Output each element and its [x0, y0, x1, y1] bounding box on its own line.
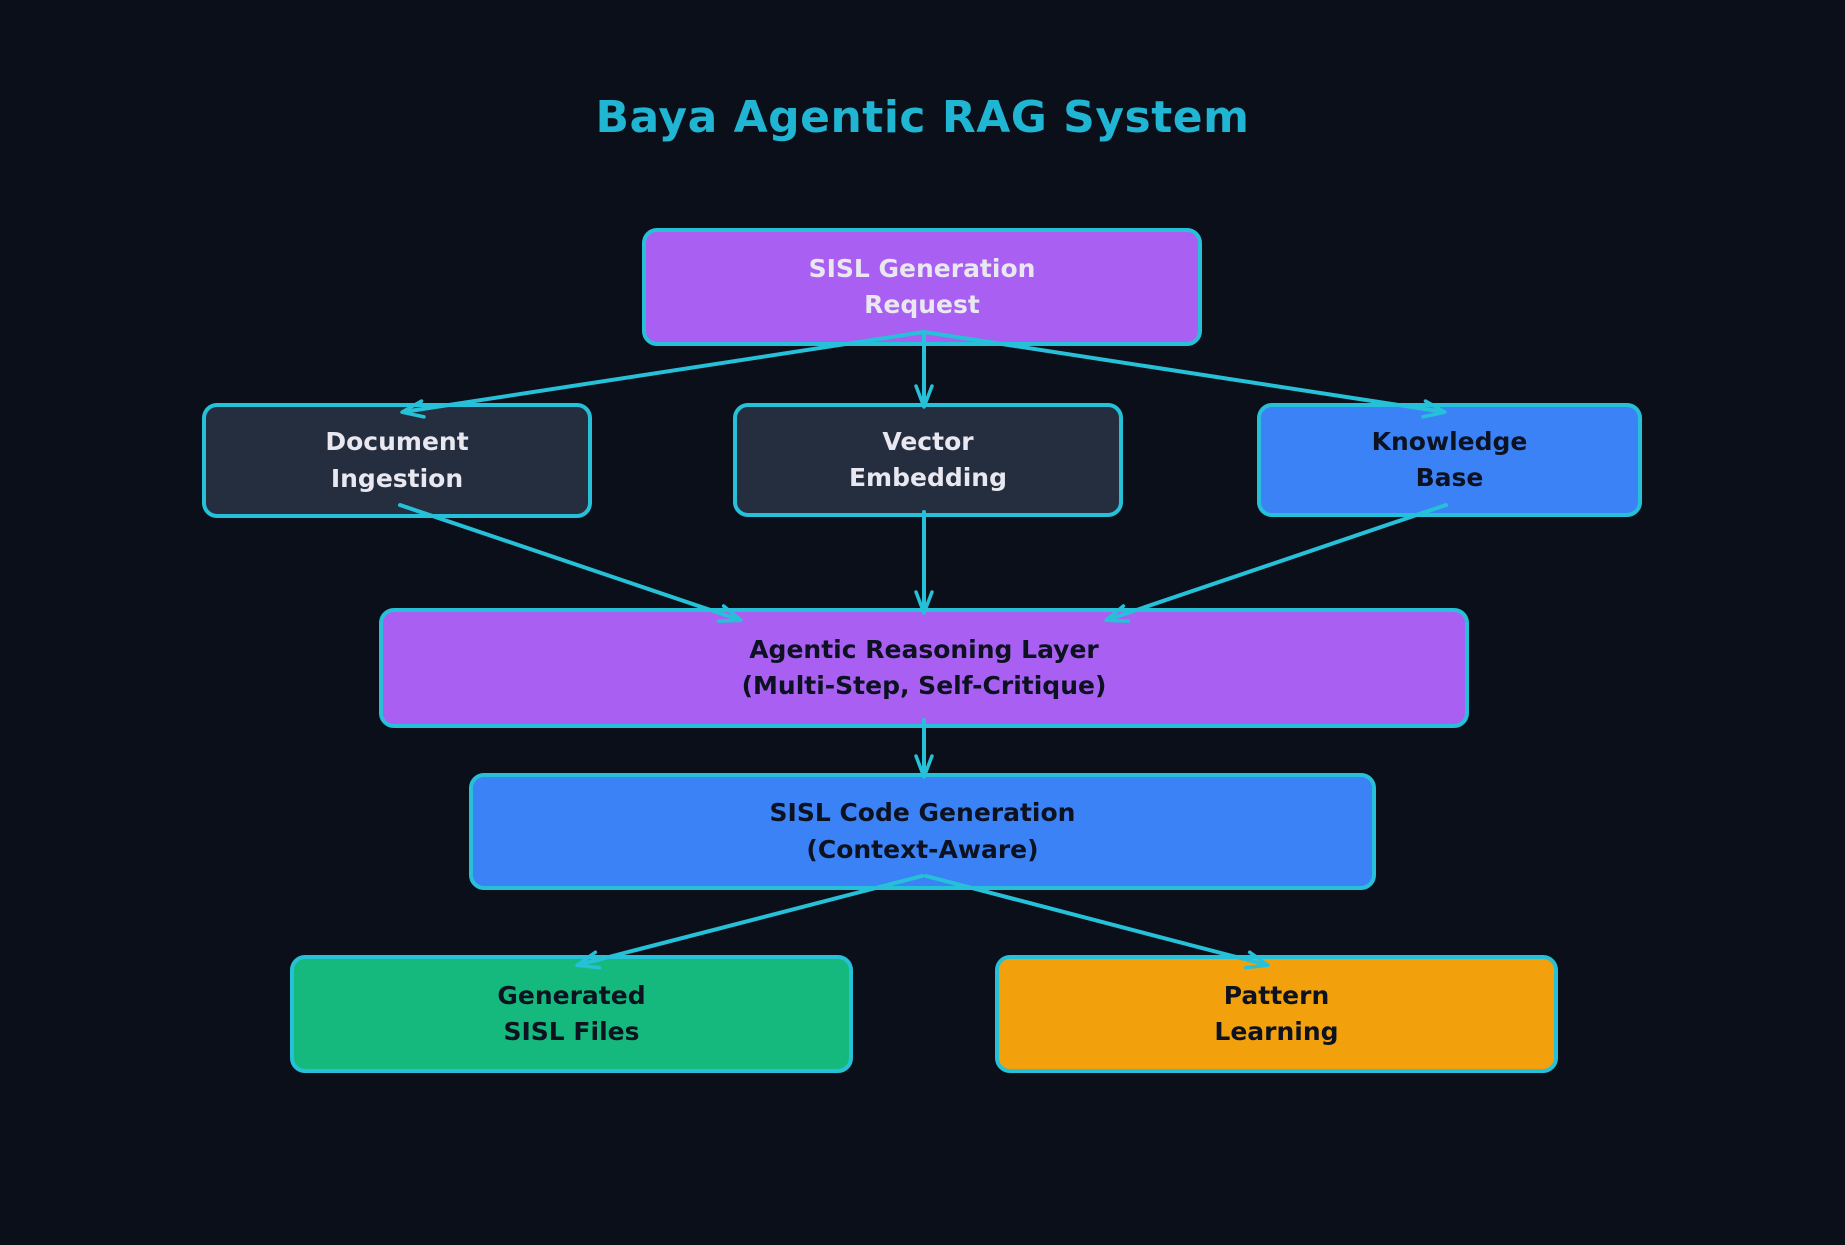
node-sisl-code-generation: SISL Code Generation (Context-Aware) [469, 773, 1376, 890]
edge-ingestion-to-agentic [398, 503, 743, 623]
node-agentic-reasoning-layer: Agentic Reasoning Layer (Multi-Step, Sel… [379, 608, 1469, 728]
node-sisl-generation-request-label: SISL Generation Request [808, 253, 1036, 319]
node-agentic-reasoning-layer-label: Agentic Reasoning Layer (Multi-Step, Sel… [741, 634, 1107, 700]
node-generated-sisl-files: Generated SISL Files [290, 955, 853, 1073]
node-sisl-generation-request: SISL Generation Request [642, 228, 1202, 346]
node-vector-embedding-label: Vector Embedding [848, 426, 1008, 492]
node-knowledge-base: Knowledge Base [1257, 403, 1642, 517]
node-vector-embedding: Vector Embedding [733, 403, 1123, 517]
node-pattern-learning: Pattern Learning [995, 955, 1558, 1073]
diagram-title: Baya Agentic RAG System [595, 92, 1250, 143]
node-knowledge-base-label: Knowledge Base [1371, 426, 1528, 492]
node-generated-sisl-files-label: Generated SISL Files [497, 980, 646, 1046]
node-pattern-learning-label: Pattern Learning [1214, 980, 1339, 1046]
node-document-ingestion-label: Document Ingestion [325, 427, 469, 493]
edge-knowledge-to-agentic [1104, 503, 1448, 623]
node-sisl-code-generation-label: SISL Code Generation (Context-Aware) [769, 798, 1076, 864]
node-document-ingestion: Document Ingestion [202, 403, 592, 518]
